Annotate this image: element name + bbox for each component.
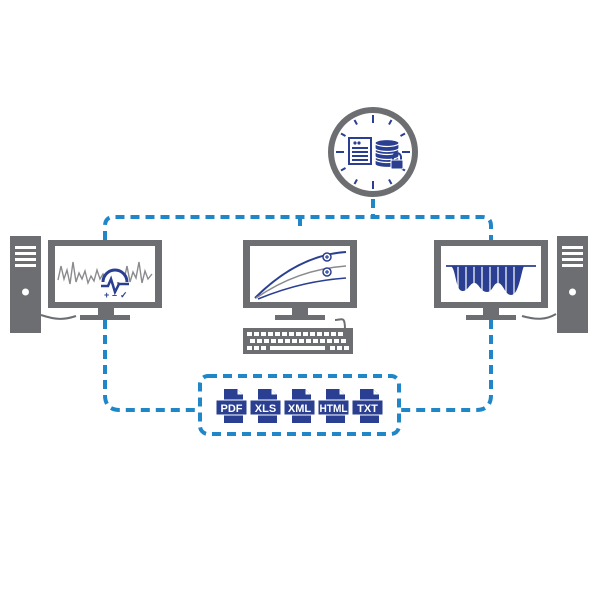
file-types-frame	[198, 374, 401, 436]
file-types: PDF XLS XML HTML TXT	[215, 389, 384, 423]
cable	[40, 314, 77, 320]
file-type-pdf: PDF	[215, 389, 248, 423]
file-type-label: TXT	[357, 403, 378, 415]
file-type-label: XML	[288, 403, 312, 415]
file-type-html: HTML	[317, 389, 350, 423]
file-type-label: XLS	[255, 403, 276, 415]
left-workstation: + – ✓	[10, 236, 162, 333]
peak-chart	[446, 265, 536, 295]
connectors	[103, 199, 493, 436]
right-workstation	[434, 236, 588, 333]
scheduler-clock	[328, 107, 418, 197]
left-connector	[103, 320, 200, 412]
center-workstation	[243, 240, 357, 354]
server-icon	[348, 137, 372, 165]
right-connector	[399, 320, 493, 412]
file-type-xml: XML	[283, 389, 316, 423]
file-type-xls: XLS	[249, 389, 282, 423]
svg-text:–: –	[112, 290, 117, 300]
cable	[334, 318, 346, 331]
keyboard-icon	[243, 328, 353, 354]
lock-icon	[390, 152, 404, 170]
analysis-icon: + – ✓	[101, 268, 129, 300]
tower-icon	[557, 236, 588, 333]
calibration-curves	[254, 251, 347, 300]
svg-text:+: +	[104, 290, 109, 300]
file-type-label: HTML	[320, 403, 348, 415]
tower-icon	[10, 236, 41, 333]
file-type-label: PDF	[221, 403, 243, 415]
cable	[521, 313, 557, 320]
clock-icon	[328, 107, 418, 197]
svg-text:✓: ✓	[120, 290, 128, 300]
file-type-txt: TXT	[351, 389, 384, 423]
